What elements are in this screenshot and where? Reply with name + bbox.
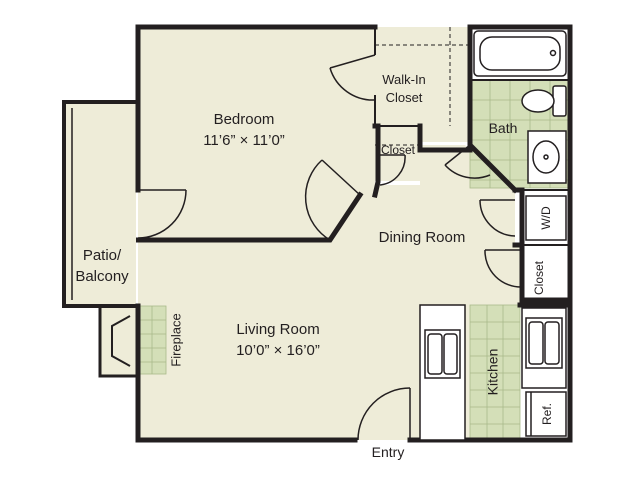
patio-label-line2: Balcony bbox=[75, 268, 129, 285]
bedroom-floor bbox=[138, 27, 375, 239]
entry-door bbox=[357, 387, 411, 441]
patio-floor bbox=[64, 102, 136, 306]
fireplace bbox=[98, 304, 138, 378]
closet-right-label: Closet bbox=[532, 260, 546, 295]
wd-closet-wall bbox=[512, 187, 525, 248]
outer-wall-bottom-left bbox=[135, 303, 358, 443]
bathtub-drain bbox=[549, 49, 557, 57]
dining-room-label: Dining Room bbox=[379, 229, 466, 246]
right-closet-wall bbox=[519, 242, 573, 303]
kitchen-label: Kitchen bbox=[485, 349, 501, 396]
bath-door bbox=[444, 144, 491, 179]
fireplace-hearth-floor bbox=[100, 306, 138, 376]
fireplace-label: Fireplace bbox=[168, 313, 183, 366]
closet-small-floor bbox=[375, 126, 420, 181]
living-room-name: Living Room bbox=[236, 321, 319, 338]
sink-right-bowl-b bbox=[544, 321, 560, 365]
refrigerator-box bbox=[525, 391, 567, 437]
sink-right-bowl-a bbox=[528, 321, 544, 365]
living-room-size: 10’0” × 16’0” bbox=[236, 342, 320, 359]
walk-in-closet-floor bbox=[375, 27, 470, 142]
patio-label-line1: Patio/ bbox=[83, 247, 122, 264]
bedroom-door bbox=[304, 159, 361, 241]
outer-wall-top-right bbox=[467, 24, 573, 191]
refrigerator-label: Ref. bbox=[540, 403, 554, 425]
wd-door bbox=[479, 199, 516, 237]
bath-fixtures bbox=[473, 30, 567, 184]
wd-label: W/D bbox=[539, 206, 553, 230]
right-closet-door bbox=[484, 249, 523, 288]
washer-dryer-box bbox=[525, 195, 567, 241]
sink-left-bowl-a bbox=[427, 333, 443, 375]
closet-small-door bbox=[379, 154, 406, 186]
toilet-bowl bbox=[521, 89, 555, 113]
sink-drain bbox=[543, 154, 549, 160]
bedroom-name: Bedroom bbox=[214, 111, 275, 128]
walk-in-closet-door bbox=[329, 54, 376, 101]
doors bbox=[137, 54, 523, 441]
bath-label: Bath bbox=[489, 120, 518, 136]
outer-wall-top-left bbox=[135, 24, 378, 193]
closet-shelves bbox=[375, 27, 470, 146]
bedroom-size: 11’6” × 11’0” bbox=[203, 132, 285, 149]
walk-in-closet-label-line2: Closet bbox=[386, 90, 423, 105]
closet-small-label: Closet bbox=[381, 143, 416, 157]
sink-left-bowl-b bbox=[443, 333, 458, 375]
bathtub-inner bbox=[479, 36, 561, 71]
patio-door bbox=[137, 189, 187, 239]
entry-label: Entry bbox=[372, 444, 405, 460]
partitions bbox=[374, 27, 570, 246]
dining-room-floor bbox=[138, 145, 522, 440]
labels: Bedroom 11’6” × 11’0” Walk-In Closet Clo… bbox=[75, 72, 554, 460]
walk-in-closet-label-line1: Walk-In bbox=[382, 72, 426, 87]
appliances bbox=[419, 195, 567, 441]
toilet-tank bbox=[552, 85, 567, 117]
